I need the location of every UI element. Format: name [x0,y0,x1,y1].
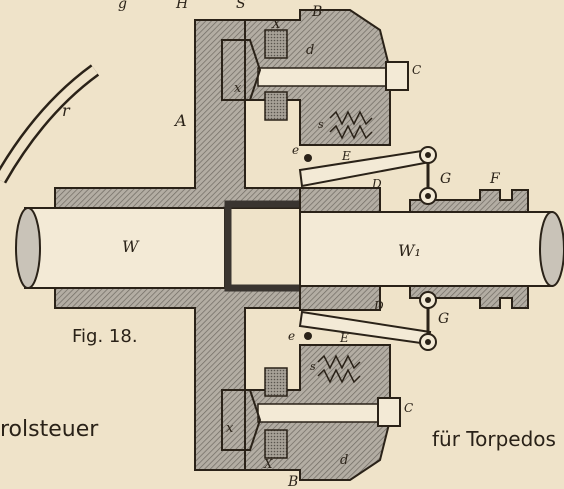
label-top-fragment-2: H [175,0,189,12]
label-d-cap-top: D [371,177,382,191]
label-w1: W₁ [398,241,421,260]
label-d-bottom: d [340,453,348,468]
label-s-bottom: s [310,360,316,373]
shaft-w1 [299,211,564,287]
label-f: F [489,171,501,187]
label-g-bottom: G [438,311,449,327]
label-c-bottom: C [404,401,413,415]
label-b-top: B [311,4,322,20]
shaft-w [15,207,226,289]
label-e-top: E [341,149,351,163]
label-e-bottom: E [339,331,349,345]
spring-bottom [317,354,361,384]
right-text-fragment: für Torpedos [432,427,556,451]
housing-b-bottom [221,344,401,481]
label-small-e-top: e [292,143,299,157]
label-d-cap-bottom: D [373,299,384,313]
spring-top [329,110,373,140]
lever-e-bottom [298,291,437,351]
housing-b-top [221,9,409,146]
sleeve-d [299,187,381,311]
label-c-top: C [412,63,421,77]
label-d-top: d [306,43,314,58]
label-r: r [62,101,71,120]
label-small-e-bottom: e [288,329,295,343]
label-a: A [173,111,187,130]
label-top-fragment-1: g [118,0,127,12]
label-top-fragment-3: S [236,0,246,12]
label-w: W [122,237,140,256]
lever-e-top [298,146,437,205]
label-b-bottom: B [287,474,298,489]
label-x-top: x [234,81,242,96]
label-x-bottom: x [226,421,234,436]
collar-f [409,189,529,309]
figure-caption: Fig. 18. [72,326,138,347]
coupling-sleeve [224,200,300,292]
label-big-x-bottom: X [263,457,273,471]
label-s-top: s [318,118,324,131]
label-big-x-top: X [271,17,281,31]
label-g-top: G [440,171,451,187]
left-text-fragment: rolsteuer [0,417,99,442]
